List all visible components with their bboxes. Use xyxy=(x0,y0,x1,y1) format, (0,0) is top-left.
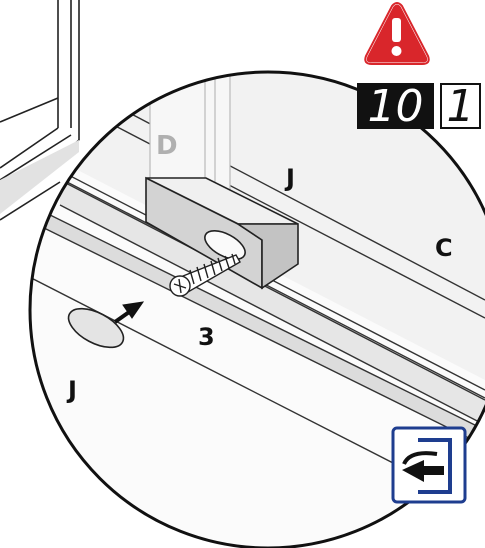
label-step-number: 3 xyxy=(198,323,215,351)
step-number-main: 10 xyxy=(357,81,434,132)
rail-surface xyxy=(60,180,485,425)
frame-shadow xyxy=(0,140,79,214)
zoom-circle-outline xyxy=(28,70,485,548)
step-number-sub: 1 xyxy=(440,81,481,132)
label-d: D xyxy=(156,131,178,161)
warning-triangle-icon xyxy=(363,1,431,66)
door-exit-arrow-icon[interactable] xyxy=(391,426,467,504)
cover-cap xyxy=(67,307,125,349)
screw xyxy=(169,253,241,297)
label-c: C xyxy=(435,234,453,262)
label-j-bottom: J xyxy=(66,376,77,404)
insert-arrow xyxy=(113,301,145,324)
label-j-top: J xyxy=(284,164,295,192)
